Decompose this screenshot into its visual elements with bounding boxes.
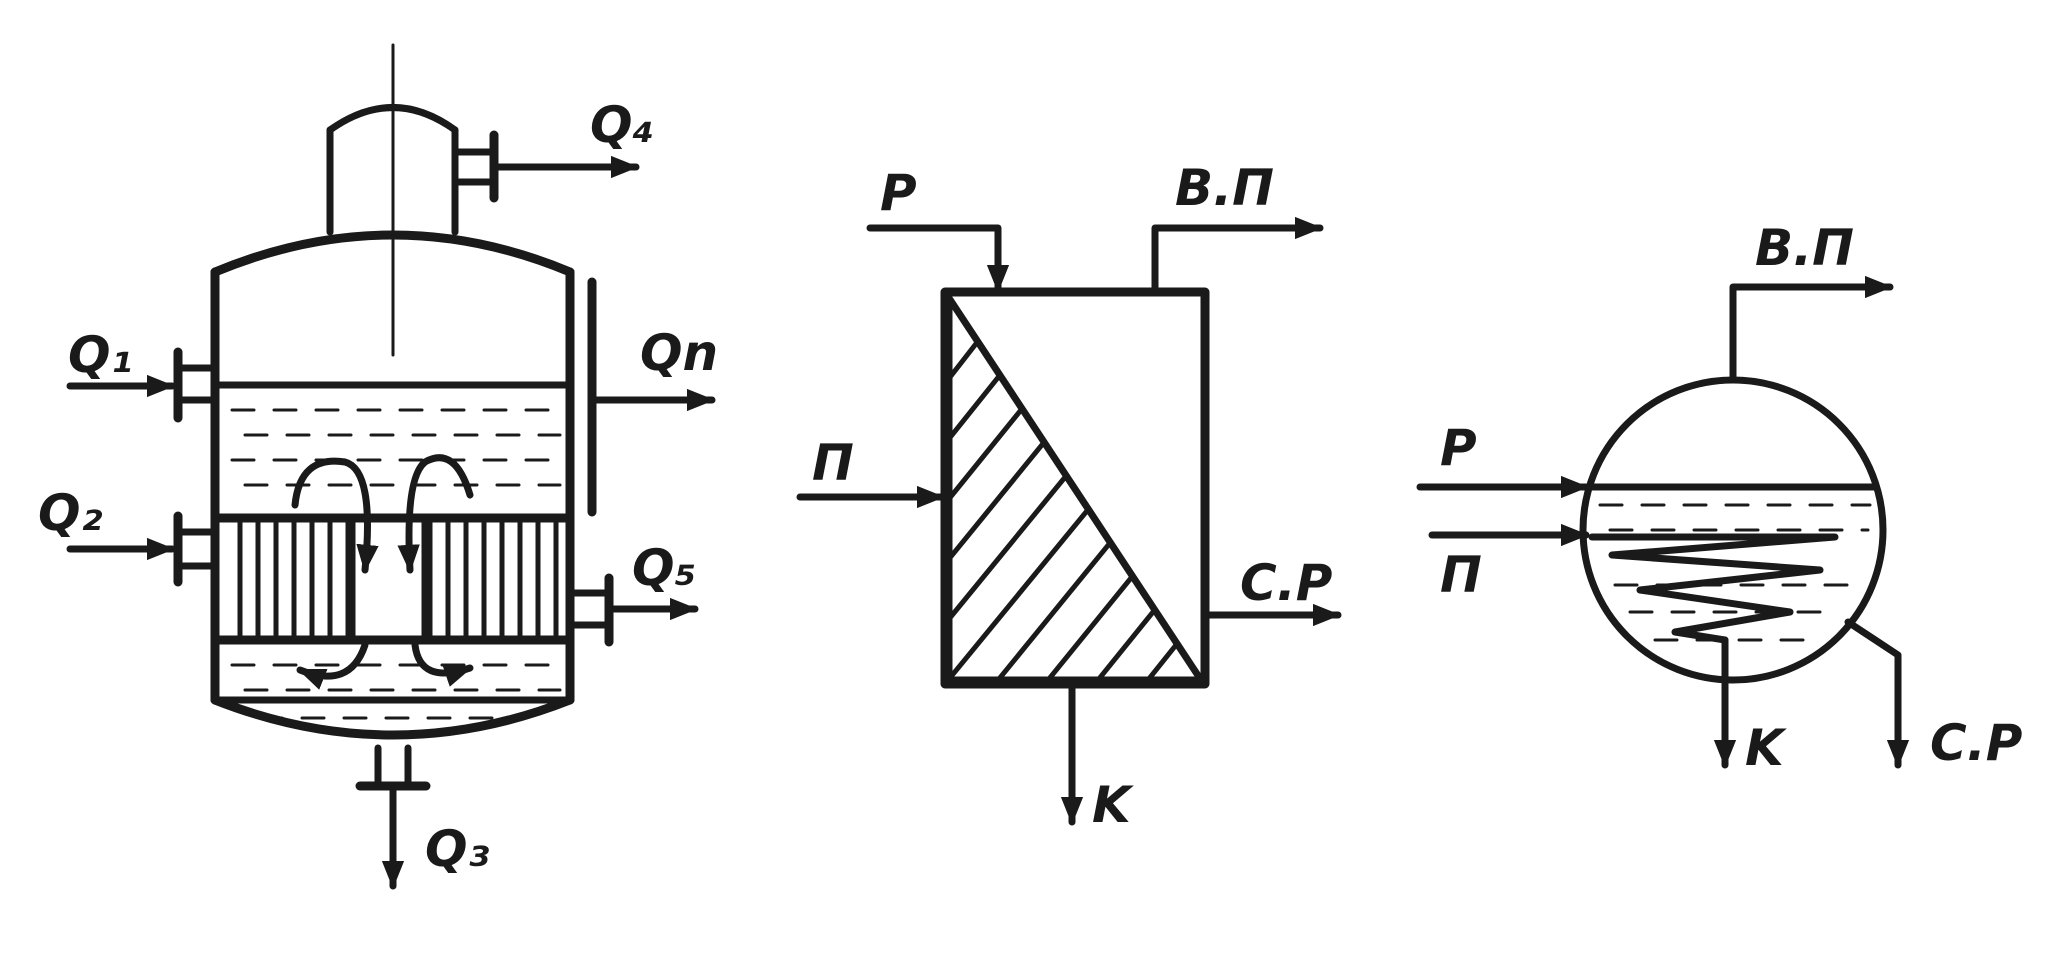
sphere-p-label: P bbox=[1440, 419, 1477, 477]
circulation-arrow-right bbox=[397, 454, 474, 574]
vessel-neck-cap bbox=[326, 104, 459, 134]
heating-coil bbox=[1588, 533, 1839, 644]
sphere-k-label: K bbox=[1745, 719, 1787, 777]
tube-hatching bbox=[237, 522, 559, 636]
bottom-flow-arrow-left bbox=[296, 641, 369, 690]
q3-label: Q₃ bbox=[425, 820, 490, 878]
block-diagram: P B.П П C.P K bbox=[796, 159, 1342, 834]
block-vp-label: B.П bbox=[1175, 159, 1274, 217]
block-p-top-label: P bbox=[880, 164, 917, 222]
bottom-flow-arrow-right bbox=[411, 641, 474, 687]
sphere-diagram: B.П P П K C.P bbox=[1416, 219, 2022, 777]
block-frame bbox=[940, 287, 1210, 689]
sphere-p-lower-label: П bbox=[1440, 546, 1482, 604]
q4-label: Q₄ bbox=[590, 96, 654, 154]
sphere-vp-label: B.П bbox=[1755, 219, 1854, 277]
circulation-arrow-left bbox=[291, 457, 379, 574]
block-hatching bbox=[949, 298, 1201, 680]
q1-label: Q₁ bbox=[68, 326, 132, 384]
q5-label: Q₅ bbox=[632, 539, 696, 597]
tube-bundle bbox=[210, 513, 575, 645]
sphere-sr-arrow bbox=[1844, 618, 1910, 769]
block-p-inlet-arrow bbox=[866, 224, 1010, 294]
sphere-vp-arrow bbox=[1729, 275, 1894, 382]
block-vp-outlet-arrow bbox=[1151, 216, 1324, 294]
block-sr-label: C.P bbox=[1240, 554, 1332, 612]
vessel-top-head bbox=[210, 230, 575, 277]
q2-label: Q₂ bbox=[38, 484, 103, 542]
qn-label: Qn bbox=[640, 324, 718, 382]
block-k-label: K bbox=[1092, 776, 1134, 834]
vessel-diagram: Q₄ Qn Q₁ bbox=[38, 43, 718, 890]
sphere-sr-label: C.P bbox=[1930, 714, 2022, 772]
sphere-liquid-dashes bbox=[1598, 503, 1872, 642]
block-p-left-label: П bbox=[812, 434, 854, 492]
liquid-dashes bbox=[230, 408, 562, 720]
block-hatched-triangle bbox=[945, 294, 1205, 684]
vessel-bottom-head bbox=[210, 695, 575, 740]
